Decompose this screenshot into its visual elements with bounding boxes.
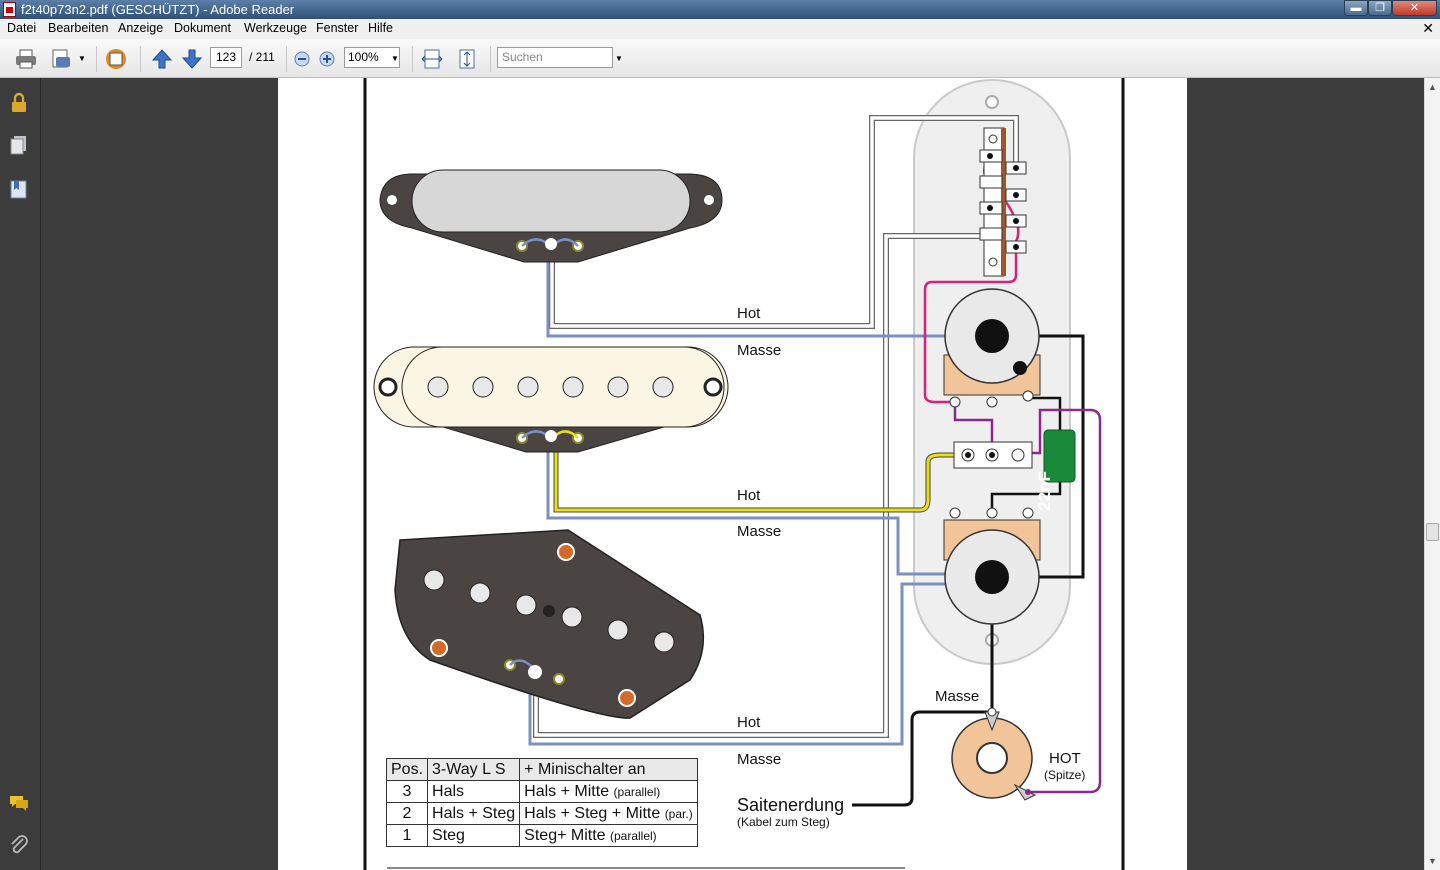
label-masse-jack: Masse bbox=[935, 688, 980, 705]
zoom-dropdown-icon[interactable]: ▼ bbox=[391, 54, 399, 63]
scroll-up-icon[interactable]: ▲ bbox=[1428, 82, 1437, 92]
menu-anzeige[interactable]: Anzeige bbox=[118, 21, 164, 35]
table-cell-text: Hals + Mitte bbox=[524, 782, 610, 800]
previous-page-icon[interactable] bbox=[150, 47, 174, 71]
table-cell: Steg+ Mitte (parallel) bbox=[519, 824, 698, 847]
table-cell: Hals bbox=[427, 780, 521, 803]
fit-width-icon[interactable] bbox=[420, 47, 444, 71]
table-cell: 2 bbox=[385, 802, 429, 825]
table-row: 1 Steg Steg+ Mitte (parallel) bbox=[385, 824, 698, 847]
lock-icon[interactable] bbox=[8, 92, 30, 114]
restore-button[interactable]: ❐ bbox=[1368, 0, 1392, 16]
label-hot-jack-sub: (Spitze) bbox=[1044, 768, 1086, 782]
pages-icon[interactable] bbox=[8, 134, 30, 156]
menu-datei[interactable]: Datei bbox=[7, 21, 37, 35]
label-hot-neck: Hot bbox=[737, 305, 761, 322]
table-cell-note: (parallel) bbox=[613, 784, 661, 799]
table-cell: Steg bbox=[427, 824, 521, 847]
scroll-down-icon[interactable]: ▼ bbox=[1428, 856, 1437, 866]
next-page-icon[interactable] bbox=[180, 47, 204, 71]
fit-page-icon[interactable] bbox=[455, 47, 479, 71]
table-header-row: Pos. 3-Way L S + Minischalter an bbox=[385, 758, 698, 781]
label-masse-neck: Masse bbox=[737, 342, 782, 359]
table-cell-text: Steg+ Mitte bbox=[524, 826, 606, 844]
label-masse-middle: Masse bbox=[737, 523, 782, 540]
wiring-diagram bbox=[363, 78, 1125, 870]
table-header: Pos. bbox=[385, 758, 429, 781]
page-count: / 211 bbox=[249, 50, 275, 64]
zoom-select[interactable]: 100% bbox=[344, 47, 400, 68]
navigation-sidebar bbox=[0, 78, 41, 870]
search-dropdown-icon[interactable]: ▼ bbox=[615, 54, 623, 63]
toolbar-separator bbox=[286, 46, 287, 72]
menu-bearbeiten[interactable]: Bearbeiten bbox=[48, 21, 109, 35]
table-cell: Hals + Steg + Mitte (par.) bbox=[519, 802, 698, 825]
table-cell-text: Hals + Steg + Mitte bbox=[524, 804, 661, 822]
page-number-input[interactable]: 123 bbox=[210, 47, 242, 68]
toolbar-separator bbox=[140, 46, 141, 72]
menu-dokument[interactable]: Dokument bbox=[174, 21, 231, 35]
title-bar: f2t40p73n2.pdf (GESCHÜTZT) - Adobe Reade… bbox=[0, 0, 1440, 19]
save-copy-icon[interactable] bbox=[50, 47, 74, 71]
label-saitenerdung: Saitenerdung bbox=[737, 795, 845, 815]
comments-icon[interactable] bbox=[8, 792, 30, 814]
table-row: 3 Hals Hals + Mitte (parallel) bbox=[385, 780, 698, 803]
share-icon[interactable] bbox=[104, 47, 128, 71]
search-input[interactable]: Suchen bbox=[497, 47, 613, 68]
window-title: f2t40p73n2.pdf (GESCHÜTZT) - Adobe Reade… bbox=[21, 2, 295, 17]
menu-werkzeuge[interactable]: Werkzeuge bbox=[244, 21, 307, 35]
table-cell: Hals + Steg bbox=[427, 802, 521, 825]
menu-fenster[interactable]: Fenster bbox=[316, 21, 359, 35]
vertical-scrollbar[interactable]: ▲ ▼ bbox=[1424, 78, 1440, 870]
toolbar: ▼ 123 / 211 100% ▼ Suchen ▼ bbox=[0, 39, 1440, 78]
label-hot-bridge: Hot bbox=[737, 714, 761, 731]
toolbar-separator bbox=[412, 46, 413, 72]
table-cell: 1 bbox=[385, 824, 429, 847]
scrollbar-thumb[interactable] bbox=[1426, 523, 1439, 541]
document-viewer[interactable]: Hot Masse Hot Masse Hot Masse Masse HOT … bbox=[41, 78, 1424, 870]
capacitor-label: 22nF bbox=[1035, 471, 1054, 511]
menu-hilfe[interactable]: Hilfe bbox=[368, 21, 394, 35]
table-cell-note: (parallel) bbox=[610, 828, 657, 843]
menu-bar: Datei Bearbeiten Anzeige Dokument Werkze… bbox=[0, 19, 1440, 39]
minimize-button[interactable]: ▬ bbox=[1344, 0, 1368, 16]
zoom-out-icon[interactable] bbox=[293, 50, 311, 68]
table-cell: Hals + Mitte (parallel) bbox=[519, 780, 698, 803]
table-header: 3-Way L S bbox=[427, 758, 521, 781]
bookmarks-icon[interactable] bbox=[8, 178, 30, 200]
print-icon[interactable] bbox=[14, 47, 38, 71]
table-cell: 3 bbox=[385, 780, 429, 803]
attachments-icon[interactable] bbox=[8, 834, 30, 856]
pdf-app-icon bbox=[3, 2, 16, 17]
switch-position-table: Pos. 3-Way L S + Minischalter an 3 Hals … bbox=[385, 758, 698, 847]
zoom-in-icon[interactable] bbox=[318, 50, 336, 68]
toolbar-separator bbox=[490, 46, 491, 72]
close-button[interactable]: ✕ bbox=[1392, 0, 1437, 16]
toolbar-separator bbox=[96, 46, 97, 72]
chevron-down-icon[interactable]: ▼ bbox=[78, 54, 86, 63]
label-saitenerdung-sub: (Kabel zum Steg) bbox=[737, 815, 830, 829]
label-masse-bridge: Masse bbox=[737, 751, 782, 768]
close-document-button[interactable]: ✕ bbox=[1422, 20, 1434, 36]
label-hot-middle: Hot bbox=[737, 487, 761, 504]
table-row: 2 Hals + Steg Hals + Steg + Mitte (par.) bbox=[385, 802, 698, 825]
label-hot-jack: HOT bbox=[1049, 750, 1081, 767]
table-header: + Minischalter an bbox=[519, 758, 698, 781]
table-cell-note: (par.) bbox=[664, 806, 693, 821]
pdf-page: Hot Masse Hot Masse Hot Masse Masse HOT … bbox=[278, 78, 1187, 870]
